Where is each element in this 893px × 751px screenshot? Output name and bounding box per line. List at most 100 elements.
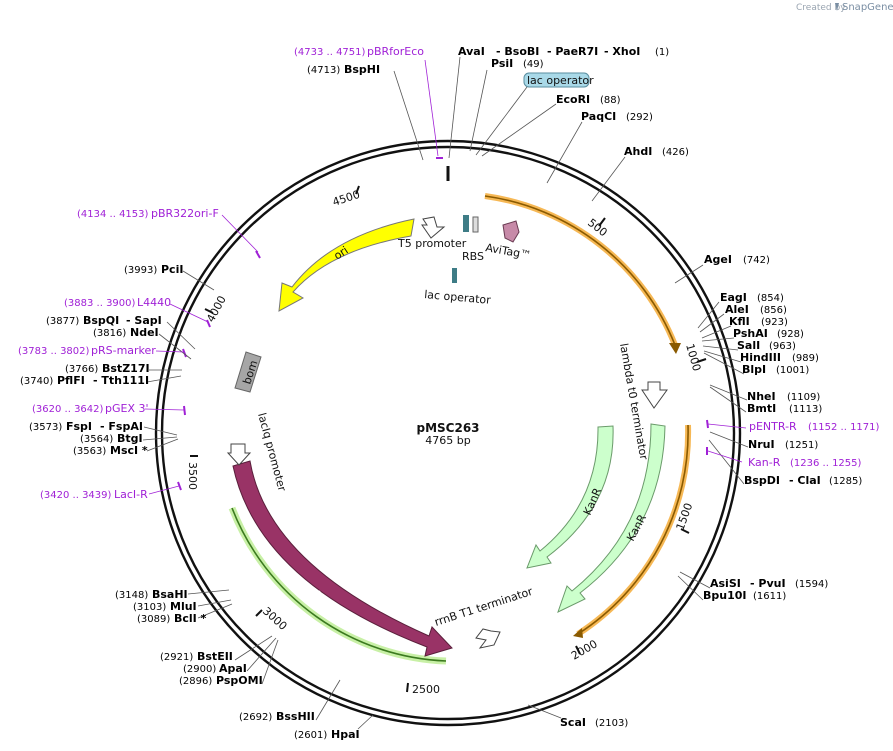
primer-pbr322ori-f[interactable]: pBR322ori-F [151, 207, 219, 220]
site-fspi[interactable]: FspI [66, 420, 92, 433]
t5-promoter-label: T5 promoter [397, 237, 467, 250]
green-feature-line [231, 507, 447, 662]
primer-pentr-r-range: (1152 .. 1171) [808, 422, 880, 433]
site-alei-pos: (856) [760, 305, 787, 316]
kanr-arrow-2 [557, 423, 666, 613]
site-sapi[interactable]: - SapI [126, 314, 162, 327]
tick-label-4500: 4500 [331, 188, 362, 209]
site-kfli[interactable]: KflI [729, 315, 750, 328]
site-ndei-pos: (3816) [93, 328, 126, 339]
primer-l4440-range: (3883 .. 3900) [64, 298, 136, 309]
site-sali[interactable]: SalI [737, 339, 760, 352]
site-ecori[interactable]: EcoRI [556, 93, 590, 106]
primer-laci-r[interactable]: LacI-R [114, 488, 148, 501]
site-hpai-pos: (2601) [294, 730, 327, 741]
site-tth111i[interactable]: - Tth111I [93, 374, 149, 387]
site-fspai[interactable]: - FspAI [100, 420, 143, 433]
site-paer7i[interactable]: - PaeR7I [547, 45, 598, 58]
primer-kan-r[interactable]: Kan-R [748, 456, 781, 469]
site-eagi-pos: (854) [757, 293, 784, 304]
lac-operator-badge[interactable] [523, 72, 590, 88]
tick-label-1000: 1000 [683, 342, 703, 372]
site-bmti-pos: (1113) [789, 404, 822, 415]
kanr-arrow-1 [526, 425, 614, 569]
site-mlui[interactable]: MluI [170, 600, 197, 613]
site-fspi-pos: (3573) [29, 422, 62, 433]
primer-l4440[interactable]: L4440 [137, 296, 171, 309]
site-bsobi[interactable]: - BsoBI [496, 45, 539, 58]
site-eagi[interactable]: EagI [720, 291, 747, 304]
primer-prs-marker[interactable]: pRS-marker [91, 344, 156, 357]
laciq-promoter-arrow [226, 443, 252, 466]
primer-pbrforeco[interactable]: pBRforEco [367, 45, 424, 58]
site-avai[interactable]: AvaI [458, 45, 485, 58]
site-bpu10i-pos: (1611) [753, 591, 786, 602]
site-xhoi[interactable]: - XhoI [604, 45, 640, 58]
site-pshai[interactable]: PshAI [733, 327, 768, 340]
lambda-t0-terminator-label: lambda t0 terminator [617, 342, 650, 461]
site-agei[interactable]: AgeI [704, 253, 732, 266]
site-sali-pos: (963) [769, 341, 796, 352]
primer-pentr-r[interactable]: pENTR-R [749, 420, 797, 433]
avitag-label: AviTag™ [484, 241, 532, 262]
site-alei[interactable]: AleI [725, 303, 749, 316]
site-msci[interactable]: MscI * [110, 444, 148, 457]
avitag-arrow [502, 220, 520, 243]
site-btgi-pos: (3564) [80, 434, 113, 445]
primer-prs-marker-range: (3783 .. 3802) [18, 346, 90, 357]
site-blpi[interactable]: BlpI [742, 363, 766, 376]
site-pshai-pos: (928) [777, 329, 804, 340]
site-bcli[interactable]: BclI * [174, 612, 207, 625]
backbone-outer-circle [154, 139, 742, 727]
site-clai[interactable]: - ClaI [789, 474, 821, 487]
site-psii-pos: (49) [523, 59, 544, 70]
site-asisi[interactable]: AsiSI [710, 577, 741, 590]
site-bsshii-pos: (2692) [239, 712, 272, 723]
site-apai[interactable]: ApaI [219, 662, 247, 675]
site-nrui[interactable]: NruI [748, 438, 775, 451]
orange-feature-bottom-arrowhead [573, 628, 583, 638]
site-bmti[interactable]: BmtI [747, 402, 776, 415]
site-pflfi-pos: (3740) [20, 376, 53, 387]
site-nhei[interactable]: NheI [747, 390, 776, 403]
site-paqci[interactable]: PaqCI [581, 110, 616, 123]
site-bsahi-pos: (3148) [115, 590, 148, 601]
primer-kan-r-range: (1236 .. 1255) [790, 458, 862, 469]
site-hpai[interactable]: HpaI [331, 728, 360, 741]
site-clai-pos: (1285) [829, 476, 862, 487]
site-psii[interactable]: PsiI [491, 57, 513, 70]
site-btgi[interactable]: BtgI [117, 432, 143, 445]
site-bcli-pos: (3089) [137, 614, 170, 625]
site-apai-pos: (2900) [183, 664, 216, 675]
site-pspomi-pos: (2896) [179, 676, 212, 687]
primer-pgex3[interactable]: pGEX 3' [105, 402, 149, 415]
primer-leader-lines [144, 59, 747, 495]
primer-laci-r-range: (3420 .. 3439) [40, 490, 112, 501]
snapgene-logo [835, 3, 839, 11]
lac-operator-inner-box [452, 268, 457, 283]
site-bsphi[interactable]: BspHI [344, 63, 380, 76]
laciq-promoter-label: lacIq promoter [255, 411, 289, 493]
site-scai[interactable]: ScaI [560, 716, 586, 729]
site-bsteii[interactable]: BstEII [197, 650, 233, 663]
site-ahdi[interactable]: AhdI [624, 145, 652, 158]
backbone-inner-circle [160, 145, 736, 721]
site-bspqi[interactable]: BspQI [83, 314, 119, 327]
site-pspomi[interactable]: PspOMI [216, 674, 263, 687]
site-bstz17i[interactable]: BstZ17I [102, 362, 150, 375]
site-pcii-pos: (3993) [124, 265, 157, 276]
tick-marks [190, 185, 707, 693]
site-pflfi[interactable]: PflFI [57, 374, 85, 387]
site-ndei[interactable]: NdeI [130, 326, 159, 339]
site-paqci-pos: (292) [626, 112, 653, 123]
site-bspdi[interactable]: BspDI [744, 474, 780, 487]
site-bsshii[interactable]: BssHII [276, 710, 315, 723]
site-pcii[interactable]: PciI [161, 263, 183, 276]
orange-feature-top [484, 195, 676, 346]
site-bpu10i[interactable]: Bpu10I [703, 589, 747, 602]
site-hindiii[interactable]: HindIII [740, 351, 781, 364]
site-bsahi[interactable]: BsaHI [152, 588, 188, 601]
site-pvui[interactable]: - PvuI [750, 577, 786, 590]
site-bspqi-pos: (3877) [46, 316, 79, 327]
